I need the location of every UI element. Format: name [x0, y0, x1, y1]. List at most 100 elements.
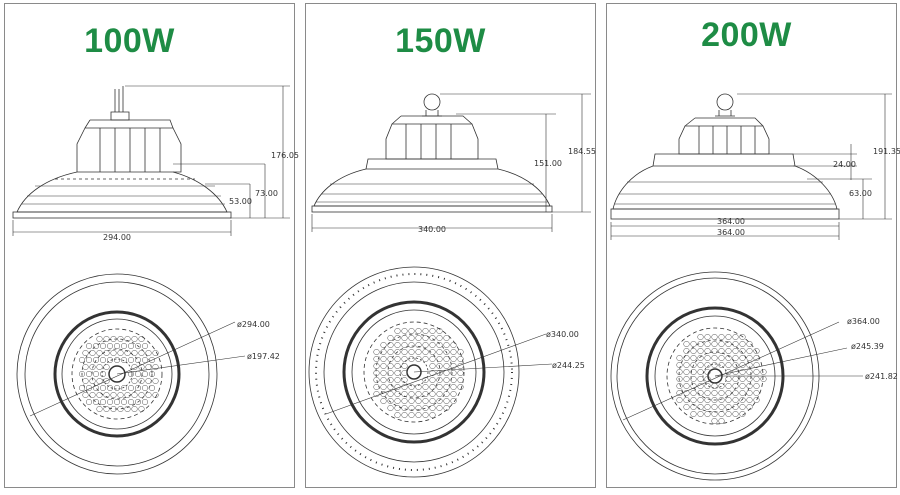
led — [443, 341, 450, 349]
led — [134, 342, 142, 350]
led — [711, 340, 718, 348]
led — [760, 368, 767, 376]
led — [124, 335, 131, 343]
led — [746, 354, 753, 362]
led — [443, 369, 450, 377]
led — [732, 368, 739, 376]
led — [436, 376, 443, 384]
led — [697, 410, 704, 418]
panel-title: 100W — [84, 22, 175, 60]
led — [718, 340, 725, 348]
dim-height: 184.55 — [568, 147, 596, 156]
led — [718, 389, 725, 397]
led — [732, 396, 739, 404]
dim-diameter-inner: ø197.42 — [247, 352, 280, 361]
led — [85, 398, 93, 406]
led — [690, 396, 697, 404]
led — [113, 342, 121, 350]
led — [92, 342, 100, 350]
side-view — [610, 93, 840, 220]
led — [718, 347, 725, 355]
led — [732, 340, 739, 348]
led — [732, 410, 739, 418]
led — [690, 382, 697, 390]
led — [683, 375, 690, 383]
led — [697, 375, 704, 383]
led — [725, 354, 732, 362]
led — [113, 356, 121, 364]
led — [725, 375, 732, 383]
led — [394, 327, 401, 335]
led — [78, 356, 86, 364]
led — [380, 376, 387, 384]
led — [436, 390, 443, 398]
dim-diameter-outer: ø340.00 — [546, 330, 579, 339]
led — [106, 384, 114, 392]
led — [380, 369, 387, 377]
led — [113, 384, 121, 392]
led — [429, 404, 436, 412]
led — [141, 342, 149, 350]
led — [415, 404, 422, 412]
led — [739, 354, 746, 362]
drawing-200w: 191.35 24.00 63.00 364.00 364.00 ø364.00… — [610, 93, 900, 481]
led — [739, 368, 746, 376]
led — [704, 354, 711, 362]
led — [422, 376, 429, 384]
led — [732, 375, 739, 383]
led — [443, 376, 450, 384]
led — [415, 327, 422, 335]
led — [683, 361, 690, 369]
led — [387, 362, 394, 370]
led — [457, 348, 464, 356]
led — [110, 349, 117, 357]
led — [450, 383, 457, 391]
panel-100w: 100W — [4, 3, 299, 488]
dim-diameter-inner: ø244.25 — [552, 361, 585, 370]
led — [120, 356, 128, 364]
led — [450, 390, 457, 398]
led — [676, 368, 683, 376]
panel-150w: 150W — [305, 3, 596, 488]
led — [89, 349, 96, 357]
led — [99, 342, 107, 350]
dim-width-2: 364.00 — [717, 228, 745, 237]
led — [690, 375, 697, 383]
led — [408, 390, 415, 398]
led-array — [78, 335, 159, 413]
led — [394, 355, 401, 363]
led — [732, 382, 739, 390]
led — [422, 411, 429, 419]
led — [106, 356, 114, 364]
led — [429, 397, 436, 405]
led — [408, 341, 415, 349]
led — [99, 384, 107, 392]
top-view-200w — [610, 271, 863, 481]
led — [746, 396, 753, 404]
led — [394, 369, 401, 377]
led — [711, 382, 718, 390]
drawing-150w: 184.55 151.00 340.00 ø340.00 ø244.25 — [308, 93, 596, 478]
led — [711, 410, 718, 418]
led — [450, 355, 457, 363]
led — [127, 370, 135, 378]
led — [739, 403, 746, 411]
led — [380, 341, 387, 349]
led — [82, 377, 89, 385]
led — [429, 390, 436, 398]
led — [373, 390, 380, 398]
led — [746, 368, 753, 376]
led — [131, 405, 138, 413]
led — [753, 389, 760, 397]
led — [138, 391, 145, 399]
led — [380, 355, 387, 363]
led — [134, 370, 142, 378]
led — [96, 363, 103, 371]
led — [92, 384, 100, 392]
panel-title: 200W — [701, 16, 792, 54]
led — [415, 341, 422, 349]
led — [753, 368, 760, 376]
led — [690, 340, 697, 348]
led — [96, 391, 103, 399]
led — [443, 348, 450, 356]
